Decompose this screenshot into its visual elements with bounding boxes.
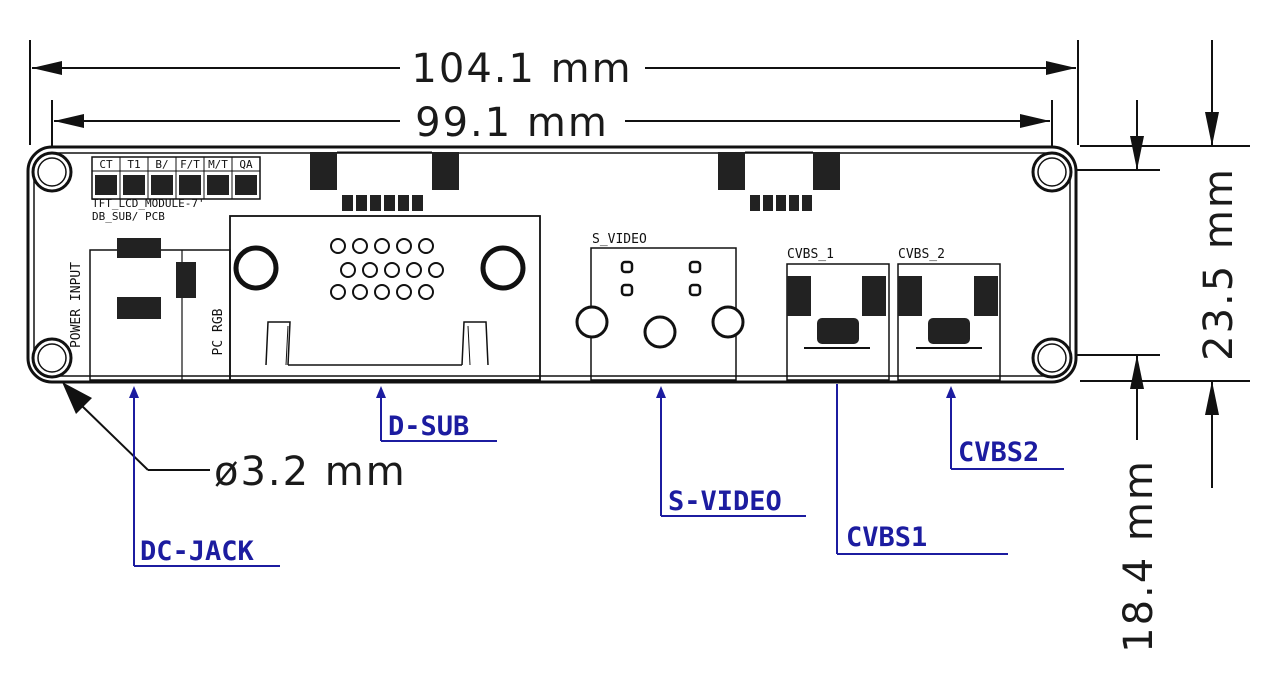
- height-label: 23.5 mm: [1196, 167, 1242, 361]
- cvbs1-connector: CVBS_1: [786, 247, 890, 381]
- pcb-name-text: DB_SUB/ PCB: [92, 210, 165, 223]
- mounting-holes: [31, 151, 1073, 379]
- dsub-pin: [384, 262, 400, 278]
- dsub-callout: D-SUB: [376, 386, 497, 442]
- header-pin: [235, 175, 257, 195]
- header-cell-label: T1: [127, 158, 140, 171]
- header-cell-label: B/: [155, 158, 168, 171]
- header-pin: [123, 175, 145, 195]
- dsub-pin: [374, 284, 390, 300]
- dsub-pin: [362, 262, 378, 278]
- top-connector-left: [310, 151, 459, 211]
- svideo-board-label: S_VIDEO: [592, 232, 647, 247]
- dsub-pin: [330, 238, 346, 254]
- header-cell-label: M/T: [208, 158, 228, 171]
- header-cell-label: QA: [239, 158, 253, 171]
- svideo-connector: S_VIDEO: [575, 232, 745, 381]
- dsub-pin: [406, 262, 422, 278]
- pin-header: CT T1 B/F/T M/T QA TFT_LCD_MODULE-7' DB_SUB/…: [91, 156, 261, 223]
- dsub-label: D-SUB: [388, 411, 469, 442]
- overall-width-dimension: 104.1 mm: [29, 40, 1079, 145]
- hole-diameter-label: ø3.2 mm: [214, 449, 407, 495]
- header-pin: [95, 175, 117, 195]
- dsub-connector: [229, 215, 541, 381]
- dc-jack-component: POWER INPUT PC RGB: [69, 238, 231, 381]
- height-dimension: 23.5 mm 18.4 mm: [1075, 40, 1250, 653]
- dsub-pin: [352, 238, 368, 254]
- dsub-pin: [352, 284, 368, 300]
- cvbs1-callout: CVBS1: [836, 384, 1008, 555]
- dsub-pin: [374, 238, 390, 254]
- hole-diameter-callout: ø3.2 mm: [62, 382, 407, 495]
- dsub-pin: [428, 262, 444, 278]
- cvbs2-board-label: CVBS_2: [898, 247, 945, 262]
- svideo-callout: S-VIDEO: [656, 386, 806, 517]
- hole-spacing-label: 99.1 mm: [415, 100, 609, 146]
- hole-spacing-dimension: 99.1 mm: [51, 100, 1053, 155]
- cvbs2-callout: CVBS2: [946, 386, 1064, 470]
- power-input-text: POWER INPUT: [69, 262, 84, 348]
- dsub-pin: [418, 284, 434, 300]
- cvbs1-label: CVBS1: [846, 522, 927, 553]
- module-name-text: TFT_LCD_MODULE-7': [92, 197, 205, 210]
- overall-width-label: 104.1 mm: [411, 46, 632, 92]
- header-cell-label: CT: [99, 158, 113, 171]
- dsub-pin: [340, 262, 356, 278]
- dsub-pin: [396, 238, 412, 254]
- top-connector-right: [718, 151, 840, 211]
- dsub-pin: [396, 284, 412, 300]
- cvbs2-label: CVBS2: [958, 437, 1039, 468]
- header-cell-label: F/T: [180, 158, 200, 171]
- cvbs1-board-label: CVBS_1: [787, 247, 834, 262]
- header-pin: [151, 175, 173, 195]
- header-pin: [179, 175, 201, 195]
- dsub-pin: [418, 238, 434, 254]
- cvbs2-connector: CVBS_2: [897, 247, 1001, 381]
- dc-jack-callout: DC-JACK: [129, 386, 280, 567]
- dc-jack-label: DC-JACK: [140, 536, 255, 567]
- dsub-pin: [330, 284, 346, 300]
- header-pin: [207, 175, 229, 195]
- offset-label: 18.4 mm: [1116, 459, 1162, 653]
- svideo-label: S-VIDEO: [668, 486, 782, 517]
- pc-rgb-text: PC RGB: [211, 308, 226, 355]
